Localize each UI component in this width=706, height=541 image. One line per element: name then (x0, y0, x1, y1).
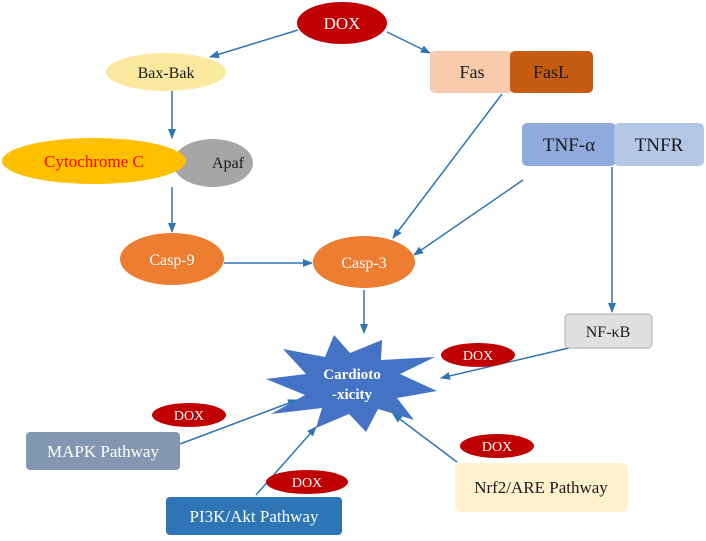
arrow-tnf-to-casp3 (413, 179, 524, 256)
dox-label-nfkb: DOX (463, 349, 493, 364)
dox-label-nrf2: DOX (482, 440, 512, 455)
arrow-pi3k-to-cardiotoxicity (255, 426, 317, 496)
dox-label-mapk: DOX (174, 409, 204, 424)
tnfr-node: TNFR (614, 123, 704, 166)
tnfr-label: TNFR (635, 135, 684, 156)
arrow-fasl-to-casp3 (392, 93, 503, 239)
cytochrome-c-label: Cytochrome C (44, 152, 144, 171)
fasl-label: FasL (533, 62, 569, 82)
fasl-node: FasL (510, 51, 593, 93)
apaf-label: Apaf (212, 155, 245, 172)
casp3-label: Casp-3 (341, 255, 386, 272)
dox-node-pi3k: DOX (266, 470, 348, 494)
dox-label-top: DOX (324, 14, 361, 33)
cardiotoxicity-label-line1: Cardioto (323, 367, 381, 383)
nfkb-node: NF-κB (564, 313, 653, 349)
arrow-nfkb-to-cardiotoxicity (440, 346, 574, 380)
bax-bak-node: Bax-Bak (106, 53, 226, 91)
pi3k-pathway-node: PI3K/Akt Pathway (166, 497, 342, 535)
nfkb-label: NF-κB (586, 324, 631, 341)
dox-node-nrf2: DOX (460, 434, 534, 458)
arrow-mapk-to-cardiotoxicity (179, 399, 298, 445)
cardiotoxicity-burst: Cardioto -xicity (266, 335, 437, 432)
nrf2-pathway-label: Nrf2/ARE Pathway (474, 478, 608, 497)
arrow-dox-to-fas (386, 31, 431, 54)
mapk-pathway-label: MAPK Pathway (47, 442, 159, 461)
bax-bak-label: Bax-Bak (138, 65, 195, 82)
casp9-label: Casp-9 (149, 252, 194, 269)
arrow-nrf2-to-cardiotoxicity (392, 413, 458, 463)
tnf-alpha-node: TNF-α (522, 123, 616, 166)
casp3-node: Casp-3 (313, 236, 415, 288)
fas-node: Fas (430, 51, 514, 93)
burst-shape (266, 335, 437, 432)
fas-label: Fas (459, 62, 484, 82)
casp9-node: Casp-9 (120, 233, 224, 285)
arrow-dox-to-baxbak (209, 29, 299, 59)
cardiotoxicity-label-line2: -xicity (332, 387, 372, 403)
nrf2-pathway-node: Nrf2/ARE Pathway (455, 463, 628, 512)
dox-node-mapk: DOX (152, 403, 226, 427)
dox-node-nfkb: DOX (441, 343, 515, 367)
apaf-node: Apaf (173, 139, 253, 187)
dox-node-top: DOX (297, 2, 387, 44)
cytochrome-c-node: Cytochrome C (2, 138, 186, 184)
dox-label-pi3k: DOX (292, 476, 322, 491)
pi3k-pathway-label: PI3K/Akt Pathway (190, 507, 319, 526)
mapk-pathway-node: MAPK Pathway (26, 432, 180, 470)
tnf-alpha-label: TNF-α (543, 135, 595, 156)
arrows (168, 29, 616, 496)
